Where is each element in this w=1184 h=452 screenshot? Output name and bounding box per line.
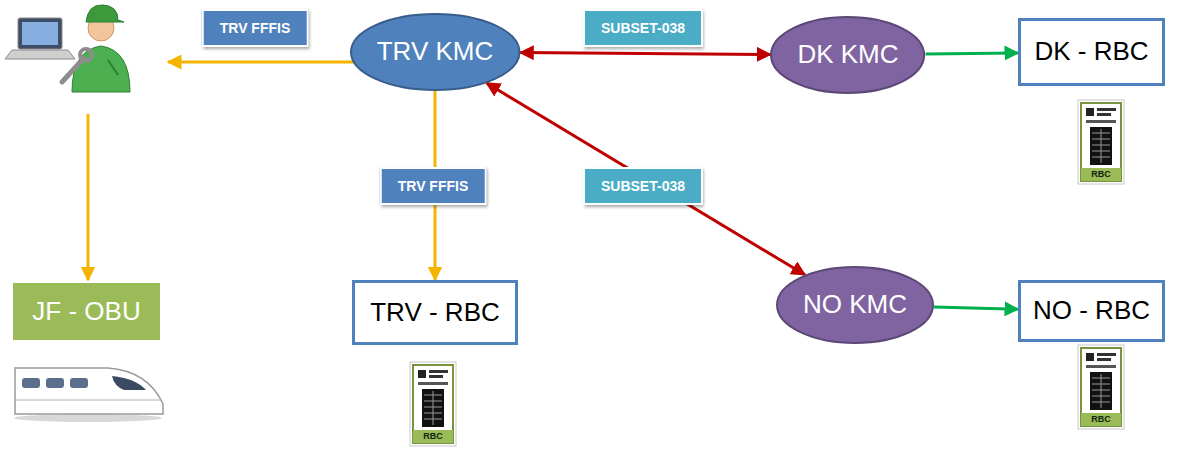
rbc-icon <box>1078 100 1124 184</box>
wrench-handle <box>62 58 84 82</box>
obu-box: JF - OBU <box>13 283 160 340</box>
node-label: JF - OBU <box>32 297 140 327</box>
connector <box>934 307 1018 309</box>
ellipse-shape <box>771 17 924 93</box>
rbc-box: NO - RBC <box>1018 280 1165 342</box>
train-stripe <box>15 400 162 401</box>
icon-caption: RBC <box>1081 168 1121 181</box>
node-label: NO - RBC <box>1033 296 1150 326</box>
node-label: DK KMC <box>797 40 898 70</box>
train-window <box>46 378 64 388</box>
rbc-box: DK - RBC <box>1018 18 1165 86</box>
technician-body <box>72 46 130 92</box>
connectors <box>435 53 1018 310</box>
icon-caption: RBC <box>1081 413 1121 426</box>
rbc-icon <box>1078 345 1124 429</box>
node-label: TRV KMC <box>377 37 494 67</box>
kmc-ellipse: DK KMC <box>769 15 926 95</box>
technician-icon <box>62 5 130 92</box>
train-shadow <box>14 414 162 422</box>
laptop-icon <box>5 18 75 59</box>
laptop-display <box>22 22 58 45</box>
rbc-box: TRV - RBC <box>352 280 518 345</box>
train-window <box>22 378 40 388</box>
node-label: TRV - RBC <box>370 298 500 328</box>
edge-label: SUBSET-038 <box>583 9 703 47</box>
edge-label: TRV FFFIS <box>380 167 487 205</box>
train-icon <box>14 368 163 422</box>
icon-caption: RBC <box>413 430 453 443</box>
obu-link <box>87 114 90 280</box>
laptop-base <box>5 50 75 59</box>
technician-cap <box>86 5 124 22</box>
connector <box>487 83 805 275</box>
connector <box>926 53 1018 54</box>
ellipse-shape <box>777 267 933 343</box>
train-body <box>15 368 163 414</box>
train-window <box>70 378 88 388</box>
fffis-link <box>168 61 355 64</box>
kmc-ellipse: NO KMC <box>775 265 935 345</box>
rbc-icon <box>410 362 456 446</box>
interface-label: TRV FFFIS <box>202 9 309 47</box>
technician-fold <box>108 60 118 75</box>
node-label: NO KMC <box>803 290 907 320</box>
laptop-screen <box>18 18 62 49</box>
ellipse-shape <box>351 14 520 90</box>
train-cab-window <box>112 376 146 390</box>
node-label: DK - RBC <box>1034 37 1148 67</box>
edge-label: SUBSET-038 <box>583 167 703 205</box>
kmc-ellipse: TRV KMC <box>349 12 522 92</box>
wrench-head <box>80 49 92 61</box>
connector <box>520 53 770 55</box>
